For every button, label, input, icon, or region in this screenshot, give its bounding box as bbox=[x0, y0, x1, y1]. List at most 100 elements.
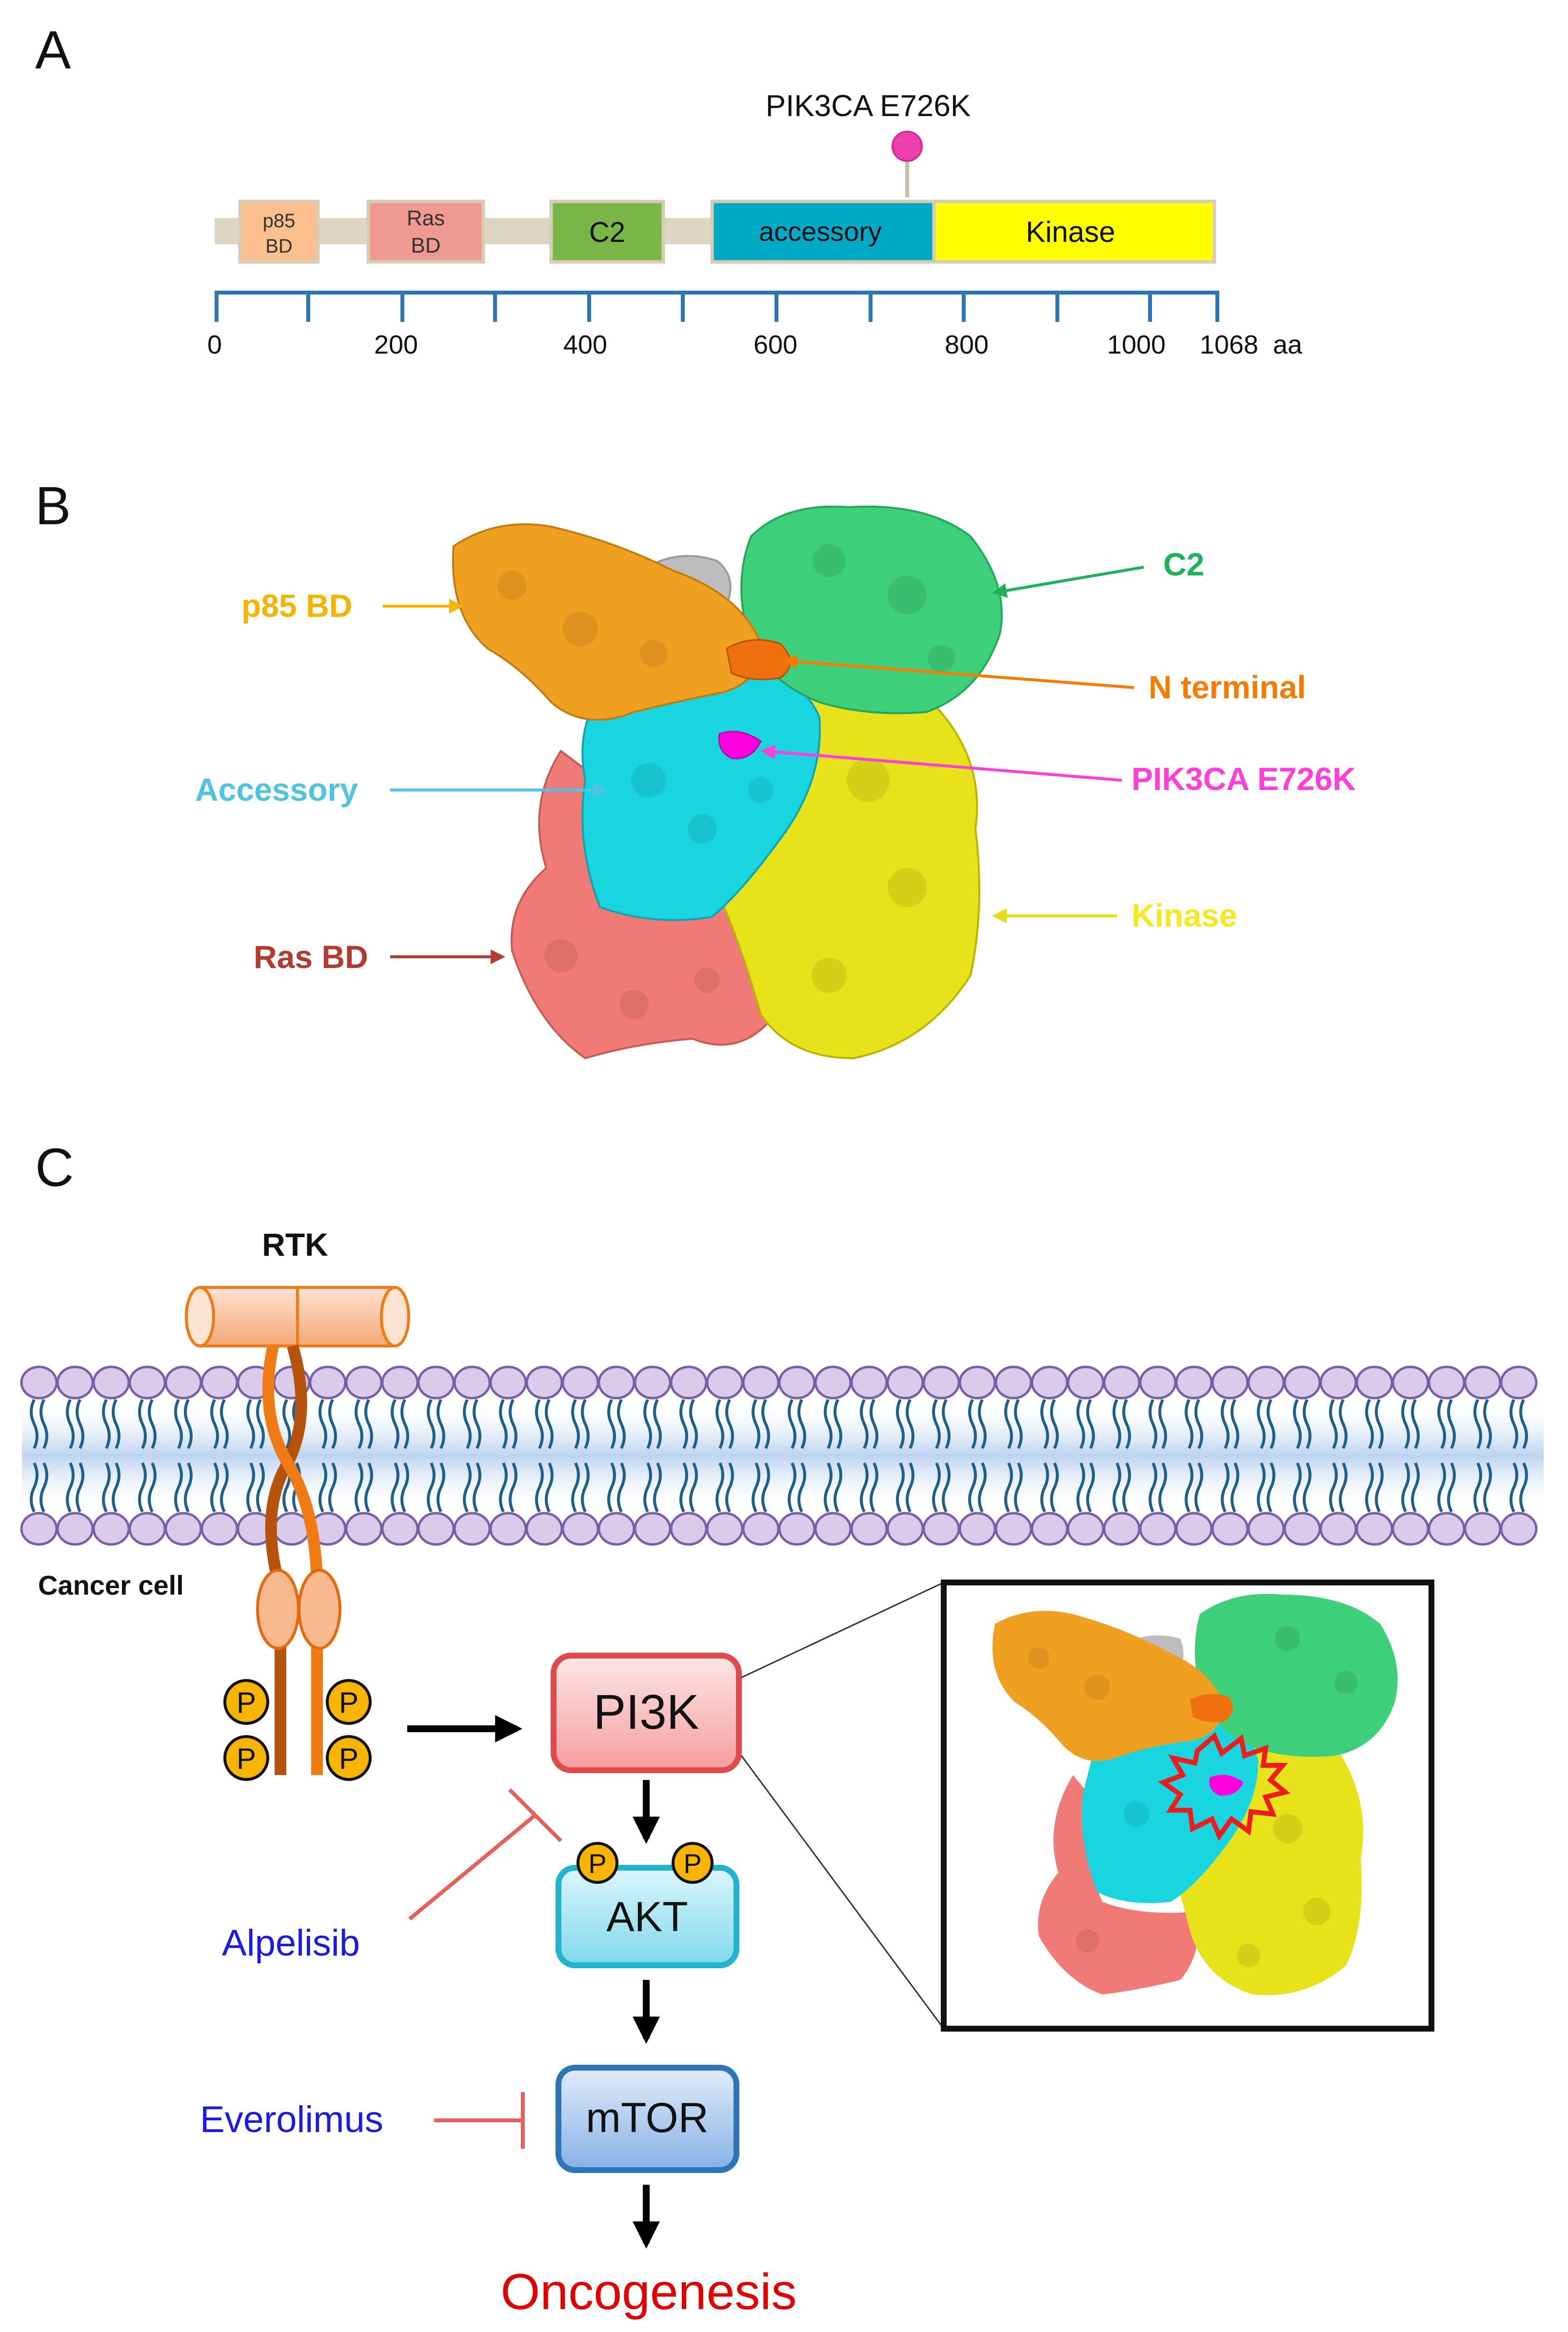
lipid-tail bbox=[834, 1462, 842, 1513]
label-c2: C2 bbox=[1163, 546, 1204, 582]
lipid-tail bbox=[978, 1399, 987, 1449]
inset-c2 bbox=[1195, 1594, 1398, 1757]
lipid-head bbox=[1500, 1512, 1538, 1546]
lipid-tail bbox=[1267, 1399, 1275, 1449]
lipid-tail bbox=[968, 1462, 977, 1513]
lipid-tail bbox=[66, 1462, 75, 1513]
lipid-tail bbox=[1014, 1399, 1023, 1449]
lipid-tail bbox=[1185, 1399, 1193, 1449]
lipid-head bbox=[1211, 1512, 1249, 1546]
lipid-head bbox=[1067, 1365, 1105, 1400]
lipid-tail bbox=[174, 1399, 183, 1449]
lipid-tail bbox=[102, 1462, 111, 1513]
lipid-tail bbox=[788, 1462, 796, 1513]
lipid-tail bbox=[364, 1462, 373, 1513]
lipid-tail bbox=[1149, 1399, 1157, 1449]
lipid-tail bbox=[282, 1399, 291, 1449]
aa-tick-200: 200 bbox=[374, 330, 418, 359]
lipid-tail bbox=[509, 1462, 517, 1513]
lipid-head bbox=[453, 1365, 491, 1400]
lipid-head bbox=[309, 1365, 347, 1400]
lipid-tail bbox=[788, 1399, 796, 1449]
lipid-tail bbox=[1257, 1399, 1266, 1449]
lipid-tail bbox=[328, 1399, 337, 1449]
rtk-label: RTK bbox=[262, 1226, 328, 1263]
rtk-phosphate-right-top: P bbox=[326, 1679, 372, 1725]
lipid-tail bbox=[1149, 1462, 1157, 1513]
lipid-tail bbox=[1122, 1399, 1131, 1449]
aa-tick-0: 0 bbox=[207, 330, 222, 359]
lipid-tail bbox=[148, 1399, 157, 1449]
lipid-tail bbox=[1375, 1399, 1384, 1449]
zoom-line-bottom bbox=[740, 1755, 945, 2029]
lipid-tail bbox=[643, 1399, 652, 1449]
lipid-tail bbox=[473, 1399, 481, 1449]
lipid-head bbox=[922, 1365, 960, 1400]
lipid-tail bbox=[653, 1399, 662, 1449]
domain-c2 bbox=[549, 199, 665, 264]
membrane-heads-top bbox=[20, 1365, 1538, 1400]
lipid-tail bbox=[437, 1462, 445, 1513]
domain-rasbd-label-1: Ras bbox=[407, 206, 445, 230]
lipid-tail bbox=[1076, 1462, 1085, 1513]
panel-a: A PIK3CA E726K p85 BD Ras BD C2 accessor… bbox=[35, 20, 1303, 359]
lipid-tail bbox=[328, 1462, 337, 1513]
label-n-terminal: N terminal bbox=[1149, 669, 1306, 705]
lipid-tail bbox=[499, 1399, 508, 1449]
domain-c2-label: C2 bbox=[589, 217, 625, 248]
protein-surface-structure bbox=[452, 505, 1003, 1060]
lipid-tail bbox=[1050, 1399, 1059, 1449]
lipid-head bbox=[597, 1365, 635, 1400]
label-rasbd: Ras BD bbox=[254, 939, 368, 975]
lipid-tail bbox=[1519, 1399, 1528, 1449]
lipid-tail bbox=[437, 1399, 445, 1449]
lipid-tail bbox=[1293, 1399, 1302, 1449]
mtor-label: mTOR bbox=[586, 2095, 709, 2141]
lipid-head bbox=[20, 1365, 58, 1400]
aa-axis-ticks bbox=[215, 293, 1219, 322]
lipid-tail bbox=[1267, 1462, 1275, 1513]
surface-e726k-site bbox=[718, 731, 762, 760]
inset-mutation-starburst bbox=[1158, 1732, 1290, 1841]
everolimus-label: Everolimus bbox=[200, 2099, 383, 2140]
lipid-head bbox=[742, 1365, 780, 1400]
arrow-c2 bbox=[992, 566, 1144, 598]
lipid-head bbox=[489, 1512, 527, 1546]
lipid-head bbox=[778, 1365, 816, 1400]
rtk-cylinder-right-cap bbox=[380, 1286, 410, 1347]
membrane-band bbox=[22, 1400, 1544, 1512]
lipid-tail bbox=[571, 1399, 580, 1449]
lipid-tail bbox=[571, 1462, 580, 1513]
lipid-tail bbox=[184, 1399, 193, 1449]
akt-phosphate-label: P bbox=[683, 1848, 701, 1879]
lipid-head bbox=[958, 1365, 996, 1400]
arrow-n-terminal bbox=[782, 654, 1134, 689]
lipid-head bbox=[994, 1512, 1032, 1546]
lipid-tail bbox=[66, 1399, 75, 1449]
inset-ras-bd bbox=[1038, 1775, 1198, 1995]
zoom-line-top bbox=[741, 1581, 944, 1679]
inhibitor-bar-alpelisib bbox=[508, 1788, 562, 1842]
lipid-tail bbox=[752, 1462, 760, 1513]
lipid-tail bbox=[1339, 1462, 1348, 1513]
lipid-head bbox=[525, 1365, 563, 1400]
inset-surface-texture bbox=[1028, 1626, 1358, 1967]
rtk-phosphate-left-top: P bbox=[223, 1679, 269, 1725]
lipid-head bbox=[561, 1365, 599, 1400]
lipid-head bbox=[525, 1512, 563, 1546]
akt-phosphate-left: P bbox=[576, 1842, 618, 1884]
lipid-tail bbox=[1004, 1399, 1013, 1449]
oncogenesis-label: Oncogenesis bbox=[500, 2264, 796, 2320]
lipid-tail bbox=[1158, 1399, 1167, 1449]
aa-tick-400: 400 bbox=[563, 330, 607, 359]
lipid-tail bbox=[76, 1462, 84, 1513]
lipid-tail bbox=[1437, 1462, 1446, 1513]
lipid-head bbox=[634, 1365, 672, 1400]
lipid-tail bbox=[391, 1462, 399, 1513]
lipid-tail bbox=[932, 1399, 941, 1449]
lipid-tail bbox=[535, 1462, 544, 1513]
lipid-tail bbox=[102, 1399, 111, 1449]
lipid-head bbox=[1428, 1512, 1466, 1546]
domain-p85bd-label-2: BD bbox=[265, 236, 293, 257]
lipid-tail bbox=[906, 1399, 914, 1449]
